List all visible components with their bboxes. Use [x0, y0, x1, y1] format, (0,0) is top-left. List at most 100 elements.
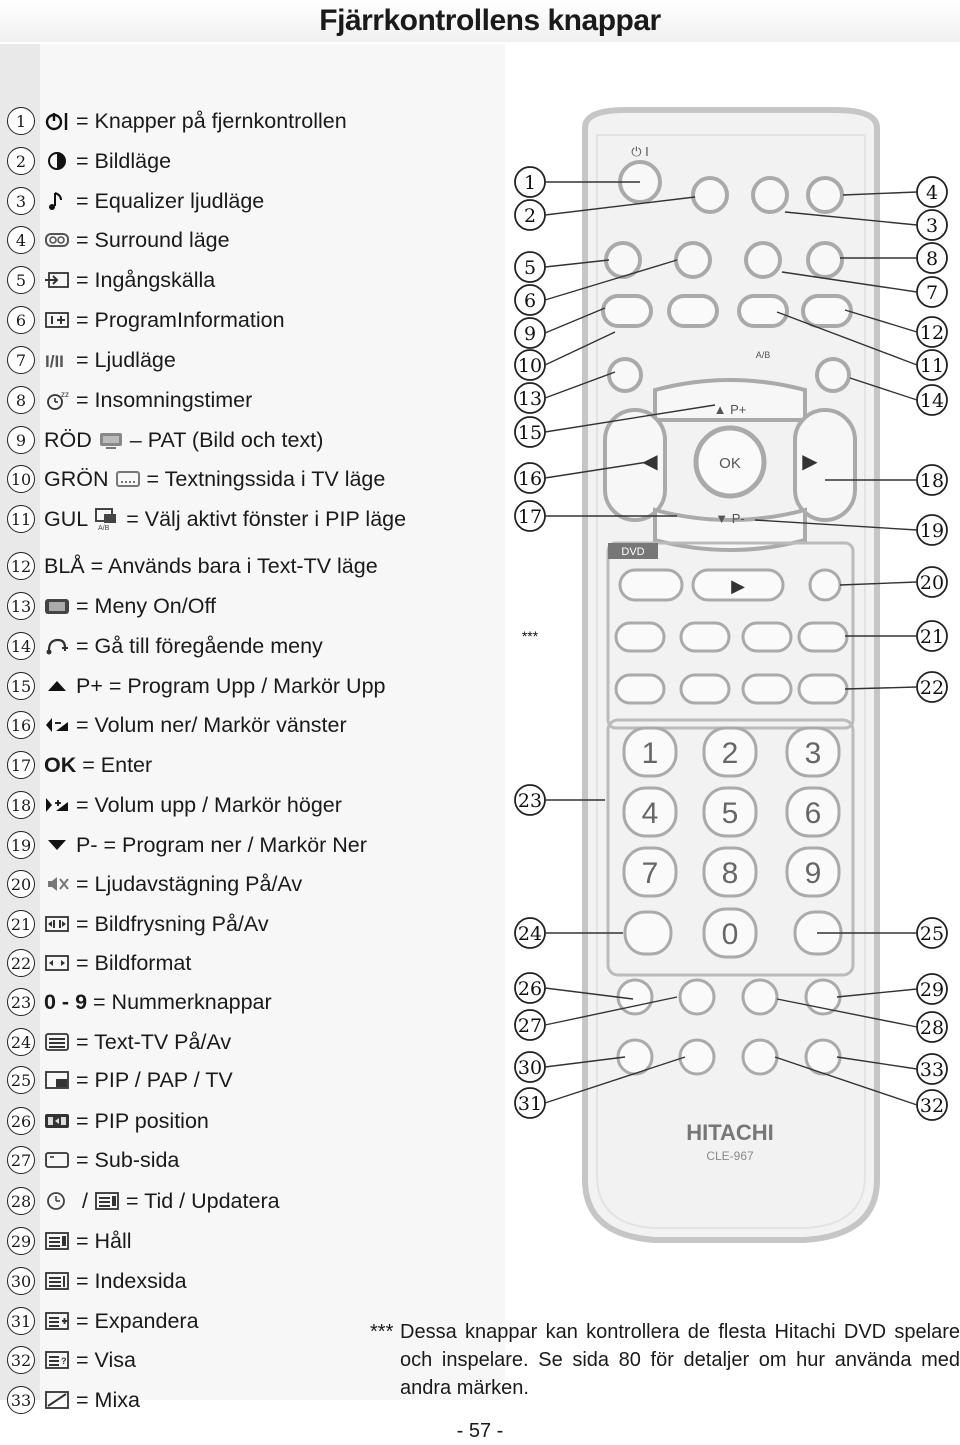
svg-text:A/B: A/B [98, 525, 110, 530]
svg-text:zz: zz [61, 390, 69, 399]
legend-number: 13 [7, 592, 35, 620]
play-button [691, 568, 785, 602]
model-label: CLE-967 [706, 1149, 754, 1163]
digit-button [785, 846, 841, 898]
ok-button [693, 425, 767, 499]
legend-text: = Ljudläge [76, 347, 176, 372]
callout-line [754, 519, 918, 531]
legend-number: 2 [7, 147, 35, 175]
info-icon [44, 309, 70, 331]
callout-line [544, 307, 606, 334]
legend-number: 28 [7, 1187, 35, 1215]
callout-line [544, 461, 649, 479]
legend-number: 8 [7, 386, 35, 414]
legend-text: = Mixa [76, 1387, 140, 1412]
legend-text: P- = Program ner / Markör Ner [76, 832, 367, 857]
digit-label: 0 [722, 918, 739, 951]
picture-mode-icon [44, 150, 70, 172]
callout-number: 25 [920, 923, 944, 945]
legend-number: 19 [7, 831, 35, 859]
callout-number: 20 [920, 572, 944, 594]
callout-number: 2 [524, 205, 536, 227]
volume-down-icon [44, 714, 70, 736]
callout-line [849, 377, 918, 401]
callout-line [544, 259, 678, 301]
digit-label: 3 [805, 737, 822, 770]
legend-text: = Expandera [76, 1308, 199, 1333]
sound-mode-icon: I/II [44, 349, 70, 371]
freeze-button [797, 621, 849, 653]
legend-number: 33 [7, 1386, 35, 1414]
legend-number: 10 [7, 465, 35, 493]
subpage-icon [44, 1149, 70, 1171]
callout-number: 18 [920, 470, 944, 492]
picture-mode-button [691, 176, 729, 214]
callout-number: 23 [518, 790, 542, 812]
remote-inner-edge [596, 134, 866, 1229]
callout-number: 11 [920, 355, 944, 377]
legend-row: 22= Bildformat [0, 946, 191, 980]
callout-number: 28 [920, 1017, 944, 1039]
teletext-icon [44, 1031, 70, 1053]
left-arrow-icon: ◀ [642, 451, 658, 473]
legend-number: 6 [7, 306, 35, 334]
digit-label: 7 [642, 857, 659, 890]
back-icon [44, 635, 70, 657]
callout-line [781, 271, 918, 293]
callout-number: 22 [920, 677, 944, 699]
callout-number: 33 [920, 1059, 944, 1081]
digit-button [702, 846, 758, 898]
callout-number: 32 [920, 1095, 944, 1117]
sleep-timer-icon: zz [44, 389, 70, 411]
callout-line [544, 371, 616, 399]
legend-text: = Textningssida i TV läge [146, 466, 386, 491]
digit-label: 1 [642, 737, 659, 770]
forward-button [741, 621, 793, 653]
legend-prefix: 0 - 9 [44, 989, 88, 1014]
legend-text: = PIP / PAP / TV [76, 1067, 233, 1092]
expand-icon [44, 1310, 70, 1332]
play-icon: ▶ [731, 576, 745, 596]
legend-text: P+ = Program Upp / Markör Upp [76, 673, 386, 698]
legend-row: 21= Bildfrysning På/Av [0, 907, 269, 941]
legend-text: = Surround läge [76, 227, 230, 252]
callout-line [774, 1056, 918, 1106]
callout-number: 17 [518, 506, 542, 528]
slash-separator: / [82, 1188, 88, 1213]
legend-row: 32?= Visa [0, 1343, 136, 1377]
legend-text: = Används bara i Text-TV läge [90, 553, 378, 578]
yellow-button [737, 294, 789, 328]
power-label: ⏻ I [631, 144, 649, 159]
legend-number: 22 [7, 949, 35, 977]
legend-text: = Equalizer ljudläge [76, 188, 265, 213]
legend-text: = Volum ner/ Markör vänster [76, 712, 347, 737]
legend-prefix: GUL [44, 506, 89, 531]
legend-number: 20 [7, 870, 35, 898]
callout-line [776, 311, 918, 366]
legend-text: = Tid / Updatera [125, 1188, 280, 1213]
teletext-function-button [741, 1038, 779, 1076]
pip-position-icon [44, 1110, 70, 1132]
channel-down-button [653, 507, 807, 552]
legend-row: 28 / = Tid / Updatera [0, 1184, 280, 1218]
subtitle-icon [115, 468, 141, 490]
legend-row: 25= PIP / PAP / TV [0, 1063, 233, 1097]
pip-ab-icon: A/B [94, 508, 120, 530]
digit-button [785, 726, 841, 778]
legend-row: 13= Meny On/Off [0, 589, 216, 623]
aspect-icon [44, 952, 70, 974]
callout-number: 19 [920, 520, 944, 542]
legend-number: 15 [7, 672, 35, 700]
freeze-icon [44, 913, 70, 935]
menu-button [607, 357, 643, 393]
callout-number: 31 [518, 1093, 542, 1115]
pause-button [679, 621, 731, 653]
legend-number: 26 [7, 1107, 35, 1135]
update-icon [94, 1190, 120, 1212]
callout-line [776, 998, 918, 1028]
legend-number: 16 [7, 711, 35, 739]
